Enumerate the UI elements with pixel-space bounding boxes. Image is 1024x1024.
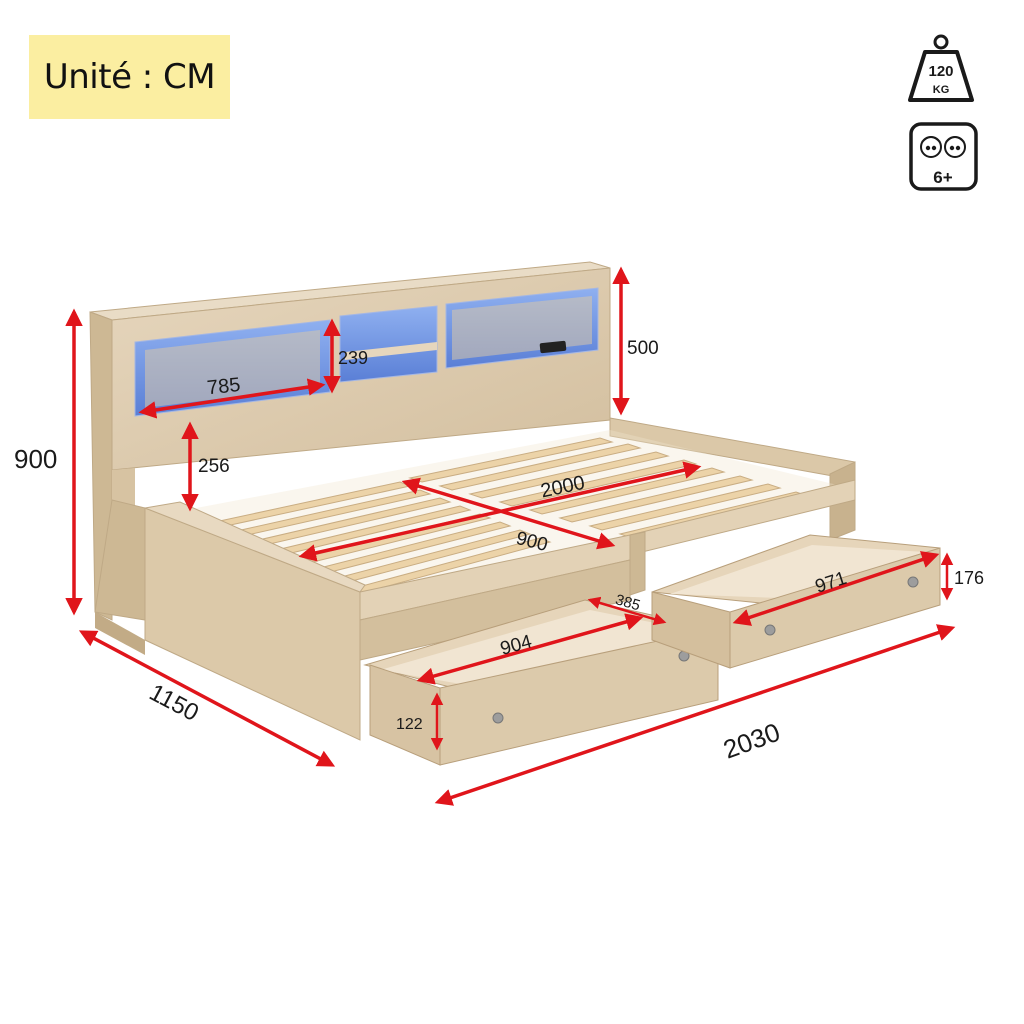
age-badge: 6+ [909,122,978,191]
bed-frame [89,261,941,766]
label-500: 500 [627,338,659,359]
shelf-785-arrow [138,378,326,419]
label-385: 385 [613,591,642,614]
label-785: 785 [206,374,241,399]
drawer2-971-arrow [732,551,940,626]
weight-badge: 120 KG [908,34,974,102]
weight-icon [908,34,974,102]
label-900: 900 [14,444,57,474]
children-icon [920,136,966,158]
label-1150: 1150 [145,679,203,727]
weight-unit: KG [933,84,950,96]
drawer-385-arrow [587,596,667,626]
length-2000-arrow [298,461,702,562]
age-text: 6+ [933,168,952,187]
drawer-knob [907,576,919,588]
depth-1150-arrow [78,630,336,767]
label-239: 239 [338,348,368,368]
label-256: 256 [198,456,230,477]
label-122: 122 [396,716,423,733]
socket [539,340,567,354]
drawer-904-arrow [416,613,644,685]
drawer-knob [492,712,504,724]
length-2030-arrow [434,624,956,806]
label-176: 176 [954,568,984,588]
weight-value: 120 [928,63,953,80]
label-2030: 2030 [719,717,784,765]
drawer-knob [764,624,776,636]
unit-label: Unité : CM [29,35,230,119]
dimension-lines [65,266,956,806]
